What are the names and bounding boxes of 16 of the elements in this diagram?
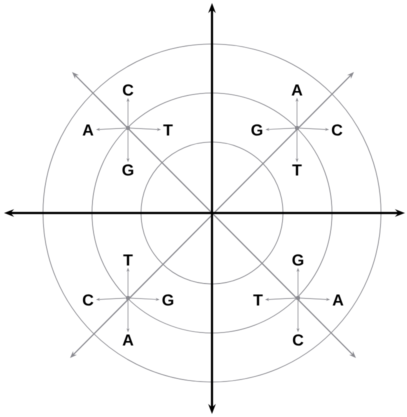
base-letter: C [82,294,94,306]
base-letter: G [292,254,304,266]
base-letter: A [82,124,94,136]
base-letter: G [122,164,134,176]
base-letter: T [292,164,302,176]
base-letter: C [122,84,134,96]
base-letter: T [123,254,133,266]
base-letter: T [253,294,263,306]
base-letter: C [292,334,304,346]
base-letter: C [332,124,342,136]
base-letter: G [251,124,262,136]
base-letter: A [292,84,302,96]
base-letter: T [163,124,173,136]
base-letter: A [332,294,344,306]
base-letter: G [162,294,174,306]
base-letter: A [122,334,134,346]
